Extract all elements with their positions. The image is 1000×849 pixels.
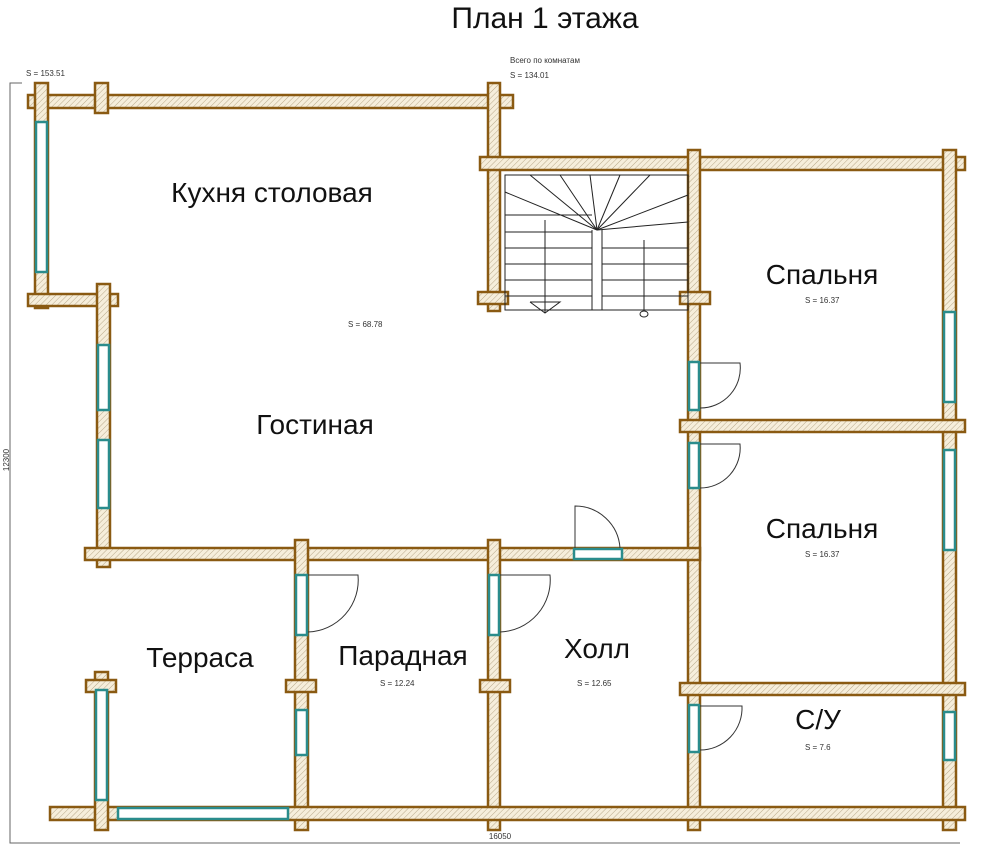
rooms-total-label: Всего по комнатам bbox=[510, 56, 580, 65]
dimension-lines bbox=[9, 82, 960, 844]
total-area: S = 153.51 bbox=[26, 69, 65, 78]
room-label-bedroom-1: Спальня bbox=[766, 259, 879, 290]
doors bbox=[294, 360, 743, 754]
windows bbox=[34, 120, 957, 821]
width-dimension: 16050 bbox=[489, 832, 512, 841]
room-label-living: Гостиная bbox=[256, 409, 374, 440]
room-area-living: S = 68.78 bbox=[348, 320, 383, 329]
room-area-bedroom-2: S = 16.37 bbox=[805, 550, 840, 559]
rooms-total-area: S = 134.01 bbox=[510, 71, 549, 80]
room-label-terrace: Терраса bbox=[146, 642, 254, 673]
height-dimension: 12300 bbox=[2, 448, 11, 471]
room-label-bathroom: С/У bbox=[795, 704, 841, 735]
room-label-kitchen: Кухня столовая bbox=[171, 177, 373, 208]
staircase bbox=[504, 174, 689, 318]
room-label-bedroom-2: Спальня bbox=[766, 513, 879, 544]
room-area-entrance: S = 12.24 bbox=[380, 679, 415, 688]
plan-title: План 1 этажа bbox=[451, 2, 638, 35]
room-label-hall: Холл bbox=[564, 633, 630, 664]
room-label-entrance: Парадная bbox=[338, 640, 467, 671]
room-area-hall: S = 12.65 bbox=[577, 679, 612, 688]
room-area-bathroom: S = 7.6 bbox=[805, 743, 831, 752]
room-area-bedroom-1: S = 16.37 bbox=[805, 296, 840, 305]
